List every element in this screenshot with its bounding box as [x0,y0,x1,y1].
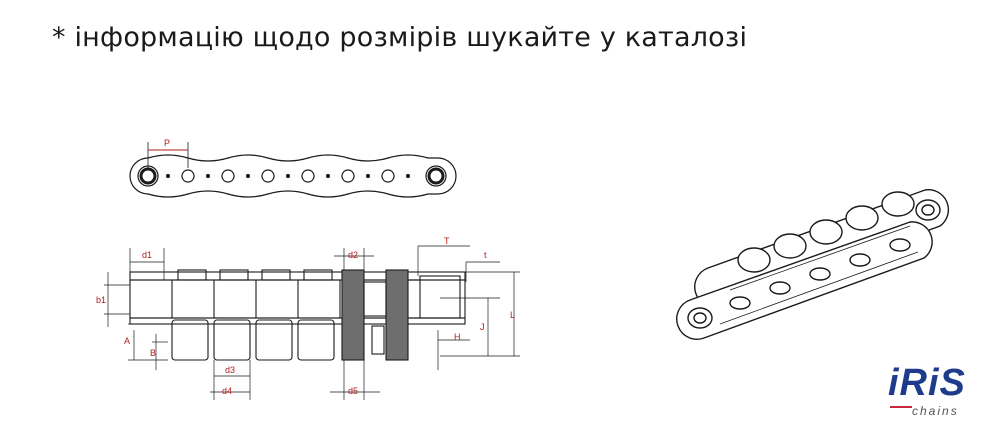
dimension-lines [104,245,520,400]
chain-section-view [129,269,466,361]
dim-label-a: A [124,336,130,346]
dim-label-j: J [480,322,485,332]
dim-label-d2: d2 [348,250,358,260]
dim-label-p: P [164,138,170,148]
chain-top-view [129,142,457,198]
dim-label-b: B [150,348,156,358]
iris-chains-logo: iRiS chains [878,362,990,422]
dim-label-d1: d1 [142,250,152,260]
catalog-note: * інформацію щодо розмірів шукайте у кат… [52,22,748,53]
dim-label-h: H [454,332,461,342]
dim-label-d3: d3 [225,365,235,375]
logo-accent-line [890,406,912,408]
dim-label-b1: b1 [96,295,106,305]
chain-3d-illustration [676,189,950,340]
dim-label-t-lower: t [484,250,487,260]
dim-label-l: L [510,310,515,320]
logo-wordmark: iRiS [888,362,966,404]
dim-label-d5: d5 [348,386,358,396]
dim-label-d4: d4 [222,386,232,396]
dim-label-t-upper: T [444,236,450,246]
logo-subtitle: chains [912,404,959,418]
